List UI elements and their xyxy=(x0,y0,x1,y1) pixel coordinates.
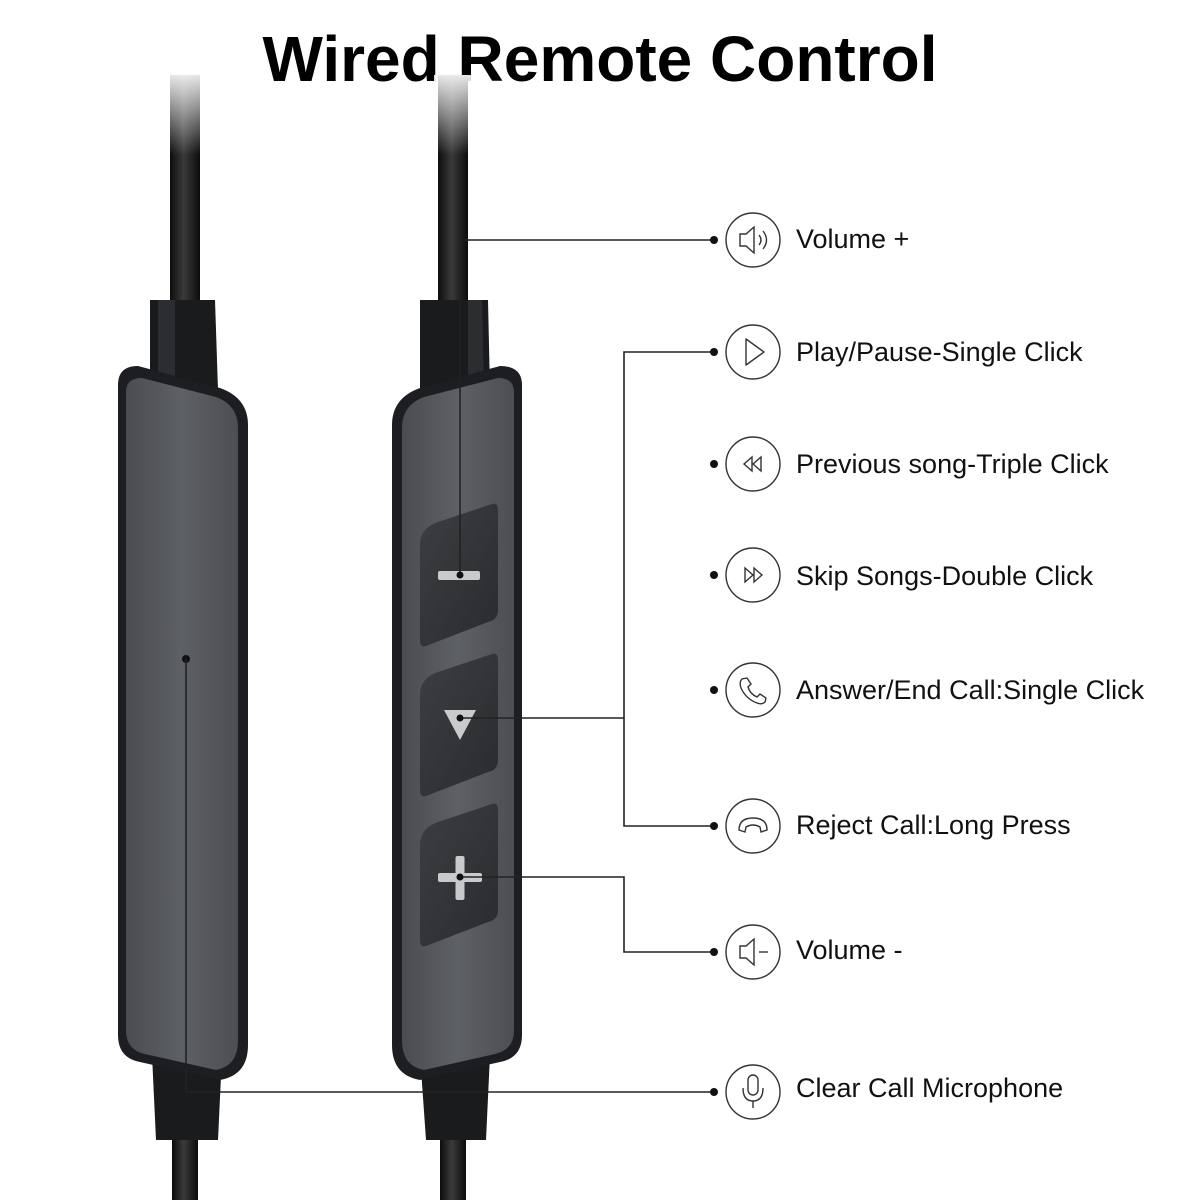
callout-dots xyxy=(456,236,718,1096)
cable-bottom-left xyxy=(172,1130,198,1200)
callout-volume-down xyxy=(460,876,714,953)
strain-relief-bottom-right xyxy=(420,1055,490,1140)
label-answer-end-call: Answer/End Call:Single Click xyxy=(796,675,1145,705)
previous-icon xyxy=(725,436,781,492)
volume-up-icon xyxy=(725,212,781,268)
callout-volume-up xyxy=(459,239,714,575)
callout-reject xyxy=(623,718,714,827)
label-skip-songs: Skip Songs-Double Click xyxy=(796,561,1094,591)
remote-back-view xyxy=(118,75,248,1200)
callout-microphone xyxy=(185,659,714,1093)
remote-front-view xyxy=(392,75,522,1200)
label-microphone: Clear Call Microphone xyxy=(796,1073,1064,1103)
label-volume-up: Volume + xyxy=(796,224,910,254)
hang-up-icon xyxy=(725,798,781,854)
page-title: Wired Remote Control xyxy=(262,23,938,95)
label-reject-call: Reject Call:Long Press xyxy=(796,810,1071,840)
phone-icon xyxy=(725,662,781,718)
callout-play-pause xyxy=(460,351,714,719)
callout-lines xyxy=(185,239,714,1093)
volume-down-icon xyxy=(725,924,781,980)
label-volume-down: Volume - xyxy=(796,935,903,965)
label-previous-song: Previous song-Triple Click xyxy=(796,449,1109,479)
microphone-icon xyxy=(725,1064,781,1120)
label-play-pause: Play/Pause-Single Click xyxy=(796,337,1083,367)
cable-bottom-right xyxy=(440,1130,466,1200)
next-icon xyxy=(725,547,781,603)
remote-face-back xyxy=(126,378,238,1070)
play-icon xyxy=(725,324,781,380)
